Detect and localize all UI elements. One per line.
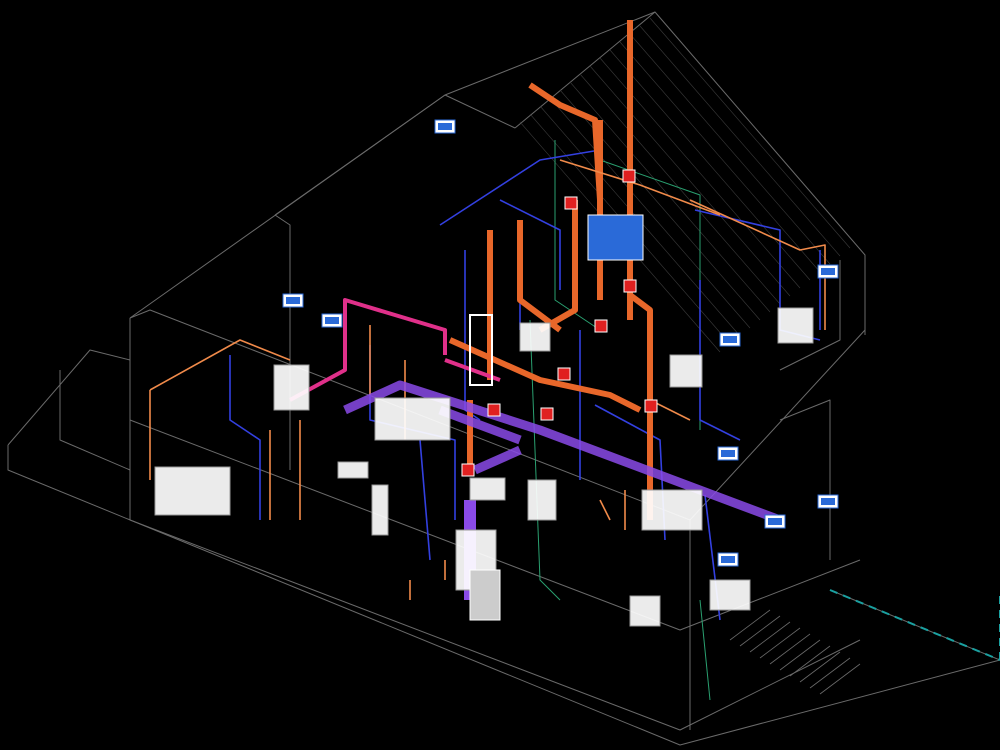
stair-step: [749, 621, 791, 653]
stair-step: [799, 651, 841, 683]
green-line: [529, 319, 561, 601]
supply-duct: [438, 405, 522, 445]
air-terminal-grille: [723, 336, 737, 343]
hot-water-branch: [559, 159, 721, 216]
roof-hatch-line: [649, 17, 851, 249]
heating-pipes: [289, 298, 501, 402]
hot-water-riser: [517, 220, 562, 333]
stair-step: [769, 633, 811, 665]
supply-duct: [343, 380, 782, 525]
air-terminal-grille: [821, 268, 835, 275]
green-line: [699, 599, 711, 701]
roof-hatch-line: [639, 25, 841, 257]
roof-hatch-line: [599, 57, 801, 289]
storage-tank: [469, 569, 501, 621]
stair-step: [809, 657, 851, 689]
valve-icon: [644, 399, 658, 413]
hot-water-riser: [538, 200, 578, 333]
air-terminal-grille: [286, 297, 300, 304]
equipment-unit: [374, 397, 451, 441]
stair-step: [729, 609, 771, 641]
stair-step: [739, 615, 781, 647]
stair-step: [789, 645, 831, 677]
equipment-unit: [337, 461, 369, 479]
air-terminal-grille: [721, 450, 735, 457]
building-edge: [274, 214, 291, 470]
roof-hatch-line: [609, 49, 811, 281]
heating-pipe: [444, 358, 501, 382]
stair-step: [779, 639, 821, 671]
cold-water-pipe: [699, 280, 741, 441]
valve-icon: [487, 403, 501, 417]
valve-icon: [594, 319, 608, 333]
valve-icon: [623, 279, 637, 293]
equipment-unit: [629, 595, 661, 627]
roof-hatch-line: [619, 41, 821, 273]
air-terminal-grille: [821, 498, 835, 505]
roof-hatch-line: [589, 65, 791, 297]
building-edge: [129, 318, 861, 731]
equipment-unit: [777, 307, 814, 344]
cold-water-pipe: [499, 199, 561, 290]
site-boundary: [829, 589, 1000, 661]
cold-water-pipe: [419, 439, 431, 561]
hot-water-branch: [599, 499, 611, 521]
equipment: [154, 119, 839, 627]
building-edge: [779, 399, 831, 560]
air-terminal-grille: [768, 518, 782, 525]
hot-water-riser: [448, 337, 642, 413]
heating-pipe: [289, 298, 447, 402]
roof-hatch-line: [559, 89, 761, 321]
building-edge: [129, 419, 861, 631]
building-edge: [274, 94, 516, 216]
valve-icon: [622, 169, 636, 183]
equipment-unit: [154, 466, 231, 516]
equipment-unit: [669, 354, 703, 388]
equipment-unit: [527, 479, 557, 521]
building-edge: [7, 445, 1000, 746]
boiler-unit: [587, 214, 644, 261]
supply-duct: [473, 445, 522, 475]
cold-water-pipe: [229, 355, 261, 520]
roof-hatch-line: [549, 97, 751, 329]
hot-water-riser: [628, 292, 653, 520]
valve-icon: [564, 196, 578, 210]
roof-hatch-line: [629, 33, 831, 265]
hot-water-branch: [689, 199, 826, 330]
building-edge: [7, 349, 131, 446]
equipment-unit: [519, 322, 551, 352]
equipment-unit: [709, 579, 751, 611]
air-terminal-grille: [438, 123, 452, 130]
building-edge: [779, 260, 841, 371]
cold-water-pipe: [464, 250, 481, 421]
hot-water-branch: [149, 339, 291, 391]
air-terminal-grille: [721, 556, 735, 563]
stair-step: [819, 663, 861, 695]
valve-icon: [557, 367, 571, 381]
equipment-unit: [371, 484, 389, 536]
valve-icon: [461, 463, 475, 477]
building-edge: [59, 370, 131, 471]
equipment-unit: [469, 477, 506, 501]
building-edge: [514, 11, 656, 129]
valve-icon: [540, 407, 554, 421]
equipment-unit: [641, 489, 703, 531]
air-terminal-grille: [325, 317, 339, 324]
roof-hatch-line: [579, 73, 781, 305]
equipment-unit: [273, 364, 310, 411]
building-shell: [7, 11, 1000, 746]
stair-step: [759, 627, 801, 659]
water-heater-tank: [469, 314, 493, 386]
green-line: [554, 140, 601, 331]
building-edge: [129, 11, 866, 335]
hot-water-pipes: [149, 20, 826, 600]
